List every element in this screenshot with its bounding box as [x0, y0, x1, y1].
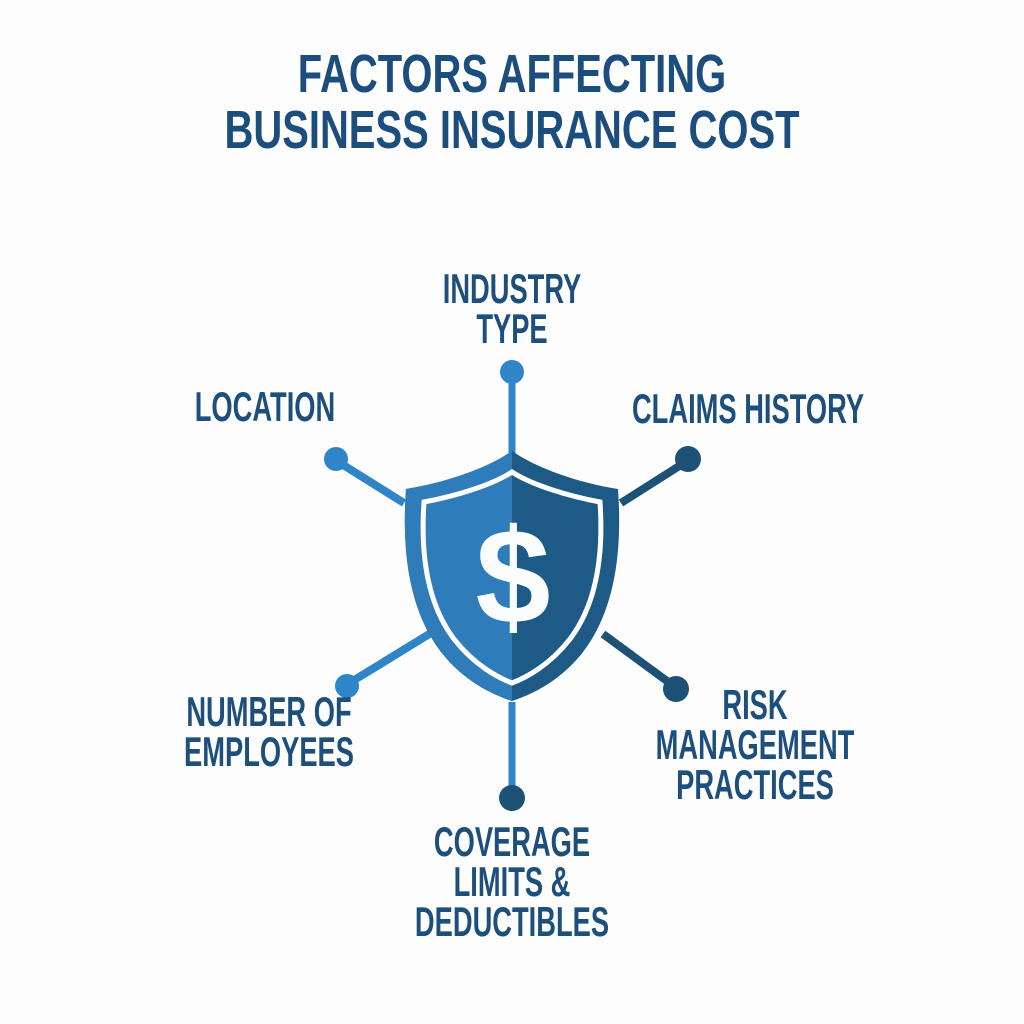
node-dot-coverage-limits — [499, 785, 525, 811]
page-title-line2: BUSINESS INSURANCE COST — [224, 99, 800, 160]
factor-label-line: LIMITS & — [453, 857, 571, 905]
factor-label-risk-management-practices: RISK MANAGEMENT PRACTICES — [638, 681, 872, 808]
connector-line-risk-management — [600, 630, 674, 688]
node-dot-claims-history — [675, 446, 701, 472]
page-title-line1: FACTORS AFFECTING — [297, 44, 727, 104]
factor-label-line: NUMBER OF — [186, 688, 352, 735]
factor-label-number-of-employees: NUMBER OF EMPLOYEES — [152, 688, 386, 775]
connector-line-number-of-employees — [348, 629, 434, 686]
shield-left-half — [404, 451, 512, 701]
dollar-sign-icon: $ — [475, 501, 550, 652]
connector-line-location — [337, 459, 407, 507]
factor-label-line: PRACTICES — [676, 760, 834, 808]
node-dot-number-of-employees — [335, 674, 359, 698]
factor-label-line: TYPE — [476, 304, 548, 352]
factor-label-line: DEDUCTIBLES — [414, 897, 610, 945]
factor-label-line: COVERAGE — [433, 818, 591, 865]
factor-label-line: EMPLOYEES — [184, 727, 354, 775]
page-title: FACTORS AFFECTING BUSINESS INSURANCE COS… — [133, 44, 891, 160]
factor-label-claims-history: CLAIMS HISTORY — [618, 385, 878, 432]
shield-inner-outline — [420, 469, 604, 686]
connector-line-claims-history — [618, 459, 687, 507]
factor-label-line: LOCATION — [194, 383, 336, 430]
factor-label-coverage-limits-deductibles: COVERAGE LIMITS & DEDUCTIBLES — [395, 818, 629, 945]
factor-label-line: RISK — [722, 681, 788, 728]
node-dot-risk-management — [663, 676, 689, 702]
node-dot-location — [324, 447, 348, 471]
factor-label-line: MANAGEMENT — [655, 720, 855, 768]
node-dot-industry-type — [500, 360, 524, 384]
shield-dollar-icon: $ — [404, 451, 620, 701]
factor-label-line: CLAIMS HISTORY — [631, 385, 865, 432]
factor-label-location: LOCATION — [168, 383, 363, 430]
factor-label-industry-type: INDUSTRY TYPE — [382, 265, 642, 352]
factor-label-line: INDUSTRY — [442, 265, 582, 312]
